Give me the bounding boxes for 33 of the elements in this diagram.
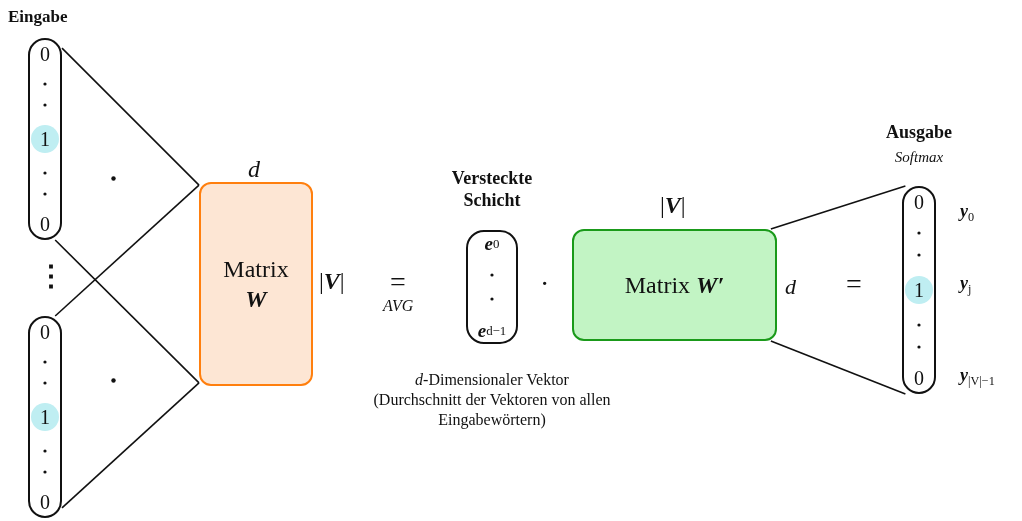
dimension-label: y$_{j}$ bbox=[960, 272, 972, 295]
vector-description: d-Dimensionaler Vektor (Durchschnitt der Vektoren von allen Eingabewörtern) bbox=[372, 370, 612, 430]
connector-line bbox=[61, 382, 200, 509]
label: ⋮ bbox=[37, 262, 65, 290]
dimension-label: d bbox=[785, 273, 796, 301]
heading: Ausgabe bbox=[886, 122, 952, 144]
label: = bbox=[846, 270, 862, 298]
connector-line bbox=[61, 47, 200, 186]
highlighted-entry: 1 bbox=[31, 402, 59, 431]
matrix-label: Matrix W′ bbox=[624, 271, 725, 300]
label: AVG bbox=[383, 298, 414, 314]
highlighted-entry: 1 bbox=[31, 124, 59, 153]
vector-entry: 0 bbox=[40, 44, 50, 64]
dimension-label: y$_{0}$ bbox=[960, 200, 975, 223]
label: · bbox=[540, 270, 550, 298]
label: = bbox=[390, 268, 406, 296]
subheading: Softmax bbox=[894, 148, 944, 166]
connector-line bbox=[770, 185, 907, 230]
vector-entry: 0 bbox=[914, 367, 924, 388]
dimension-label: |V| bbox=[660, 191, 686, 220]
matrix-label: Matrix W bbox=[222, 255, 290, 314]
dimension-label: y$_{|V|−1}$ bbox=[960, 364, 995, 387]
connector-line bbox=[54, 184, 200, 317]
dimension-label: |V| bbox=[319, 267, 345, 296]
heading: Versteckte Schicht bbox=[450, 168, 534, 212]
vector-entry: 0 bbox=[40, 213, 50, 234]
dimension-label: d bbox=[248, 155, 260, 184]
connector-line bbox=[770, 340, 907, 395]
vector-entry: 0 bbox=[914, 192, 924, 212]
highlighted-entry: 1 bbox=[905, 275, 933, 304]
vector-entry: 0 bbox=[40, 322, 50, 342]
vector-entry: 0 bbox=[40, 491, 50, 512]
connector-line bbox=[54, 239, 200, 384]
